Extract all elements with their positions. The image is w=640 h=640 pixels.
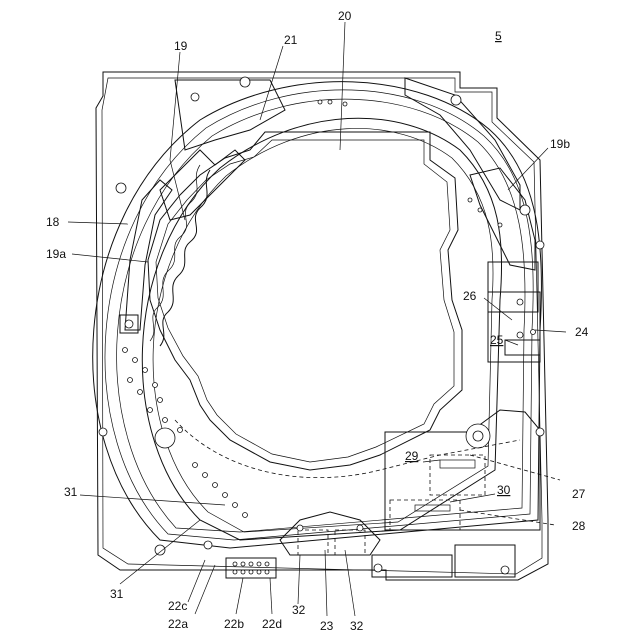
pump-body xyxy=(280,512,380,555)
label-22a: 22a xyxy=(168,617,188,631)
lock-screw-1 xyxy=(517,299,523,305)
gasket-wave-2 xyxy=(150,165,200,341)
label-31-upper: 31 xyxy=(64,485,78,499)
label-31-lower: 31 xyxy=(110,587,124,601)
pump-bolt-1 xyxy=(297,525,303,531)
label-18: 18 xyxy=(46,215,60,229)
outer-ring-3 xyxy=(117,99,525,532)
lock-screw-3 xyxy=(531,330,536,335)
label-30: 30 xyxy=(497,483,511,497)
label-22d: 22d xyxy=(262,617,282,631)
label-28: 28 xyxy=(572,519,586,533)
label-25: 25 xyxy=(490,333,504,347)
label-32-left: 32 xyxy=(292,603,306,617)
label-19b: 19b xyxy=(550,137,570,151)
housing-outline xyxy=(96,72,548,580)
module-29 xyxy=(430,455,485,495)
left-bracket-bolt xyxy=(125,320,133,328)
label-19: 19 xyxy=(174,39,188,53)
control-box xyxy=(385,410,540,530)
label-21: 21 xyxy=(284,33,298,47)
label-26: 26 xyxy=(463,289,477,303)
label-20: 20 xyxy=(338,9,352,23)
middle-ring-inner xyxy=(153,128,493,532)
label-32-right: 32 xyxy=(350,619,364,633)
label-27: 27 xyxy=(572,487,586,501)
connector-pins xyxy=(233,562,269,574)
label-23: 23 xyxy=(320,619,334,633)
label-29: 29 xyxy=(405,449,419,463)
label-24: 24 xyxy=(575,325,589,339)
drum-opening xyxy=(148,132,462,470)
outer-ring-2 xyxy=(105,90,533,540)
left-strip xyxy=(125,180,172,330)
control-knob-center xyxy=(473,431,483,441)
left-round-pad xyxy=(155,428,175,448)
housing-inner-outline xyxy=(102,78,542,574)
right-bracket xyxy=(470,168,535,270)
slot-29 xyxy=(440,460,475,468)
label-22b: 22b xyxy=(224,617,244,631)
base-plate xyxy=(372,555,452,577)
label-22c: 22c xyxy=(168,599,187,613)
label-19a: 19a xyxy=(46,247,66,261)
pump-bolt-2 xyxy=(357,525,363,531)
figure-number: 5 xyxy=(495,29,502,43)
connector-22 xyxy=(226,558,276,578)
lock-screw-2 xyxy=(517,332,523,338)
